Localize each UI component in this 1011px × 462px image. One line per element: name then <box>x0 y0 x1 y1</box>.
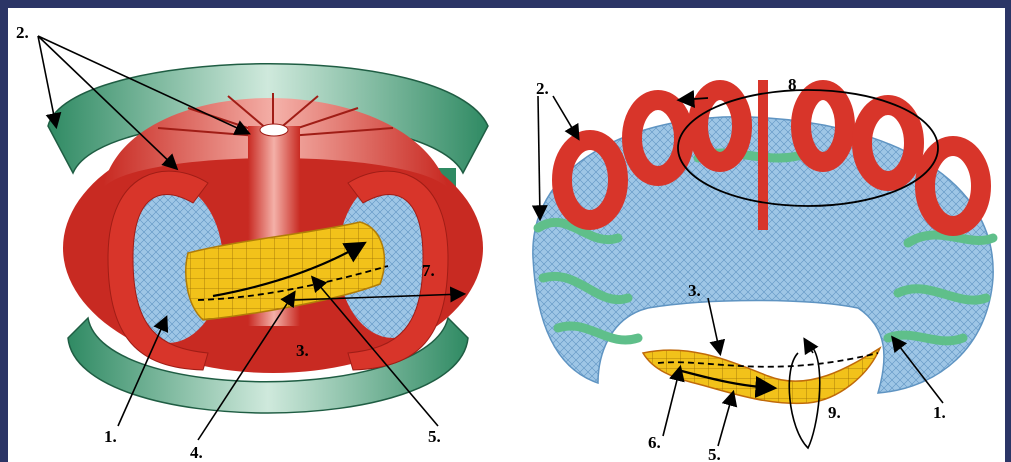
label-stellarator-9: 9. <box>828 403 841 422</box>
label-tokamak-5: 5. <box>428 427 441 446</box>
figure-panel: 2. 7. 3. 1. 4. 5. <box>8 8 1005 462</box>
label-stellarator-1: 1. <box>933 403 946 422</box>
label-stellarator-5: 5. <box>708 445 721 462</box>
label-tokamak-3: 3. <box>296 341 309 360</box>
label-stellarator-3: 3. <box>688 281 701 300</box>
tokamak-diagram: 2. 7. 3. 1. 4. 5. <box>16 23 488 462</box>
stellarator-diagram: 2. 8 3. 9. 6. 5. 1. <box>533 75 993 462</box>
central-solenoid-bore <box>260 124 288 136</box>
label-tokamak-2: 2. <box>16 23 29 42</box>
fusion-devices-diagram: 2. 7. 3. 1. 4. 5. <box>8 8 1005 462</box>
label-tokamak-1: 1. <box>104 427 117 446</box>
label-stellarator-6: 6. <box>648 433 661 452</box>
label-stellarator-8: 8 <box>788 75 797 94</box>
label-tokamak-7: 7. <box>422 261 435 280</box>
label-stellarator-2: 2. <box>536 79 549 98</box>
stellarator-coil-center <box>758 80 768 230</box>
label-tokamak-4: 4. <box>190 443 203 462</box>
